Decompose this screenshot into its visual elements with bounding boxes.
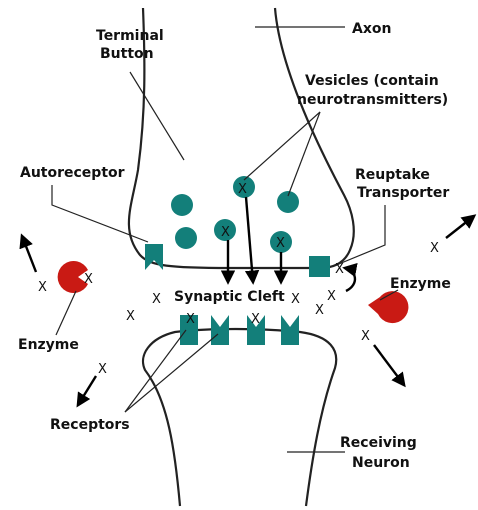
molecule: X bbox=[335, 262, 344, 277]
molecule: X bbox=[186, 312, 195, 327]
neurotransmitter-molecules: X X X X X X X X X X X X X X X X bbox=[38, 182, 439, 377]
release-arrow bbox=[246, 197, 253, 282]
molecule: X bbox=[84, 272, 93, 287]
leader-vesicles bbox=[288, 112, 320, 196]
leader-reuptake bbox=[334, 205, 385, 266]
receiving-neuron-membrane bbox=[143, 329, 336, 506]
molecule: X bbox=[251, 312, 260, 327]
label-receiving-line2: Neuron bbox=[352, 455, 410, 471]
label-enzyme-right: Enzyme bbox=[390, 276, 451, 292]
label-terminal-button-line1: Terminal bbox=[96, 28, 164, 44]
molecule: X bbox=[152, 292, 161, 307]
molecule: X bbox=[430, 241, 439, 256]
vesicle bbox=[171, 194, 193, 216]
leader-receptors bbox=[125, 334, 218, 412]
molecule: X bbox=[38, 280, 47, 295]
diffusion-arrow bbox=[22, 236, 36, 272]
label-synaptic-cleft: Synaptic Cleft bbox=[174, 289, 285, 305]
receptor bbox=[281, 315, 299, 345]
diffusion-arrow bbox=[78, 376, 96, 405]
reuptake-arrow bbox=[345, 268, 355, 291]
molecule: X bbox=[327, 289, 336, 304]
label-reuptake-line1: Reuptake bbox=[355, 167, 430, 183]
label-receiving-line1: Receiving bbox=[340, 435, 417, 451]
label-terminal-button-line2: Button bbox=[100, 46, 154, 62]
leader-receptors bbox=[125, 330, 186, 412]
labels: Terminal Button Axon Vesicles (contain n… bbox=[18, 21, 451, 471]
diffusion-arrow bbox=[446, 216, 474, 238]
vesicle bbox=[277, 191, 299, 213]
molecule: X bbox=[126, 309, 135, 324]
molecule: X bbox=[238, 182, 247, 197]
molecule: X bbox=[291, 292, 300, 307]
label-receptors: Receptors bbox=[50, 417, 130, 433]
molecule: X bbox=[315, 303, 324, 318]
molecule: X bbox=[276, 236, 285, 251]
leader-enzyme-left bbox=[56, 291, 76, 335]
label-autoreceptor: Autoreceptor bbox=[20, 165, 125, 181]
label-axon: Axon bbox=[352, 21, 391, 37]
receptor bbox=[211, 315, 229, 345]
molecule: X bbox=[98, 362, 107, 377]
label-vesicles-line2: neurotransmitters) bbox=[297, 92, 448, 108]
vesicle bbox=[175, 227, 197, 249]
label-reuptake-line2: Transporter bbox=[357, 185, 449, 201]
leader-vesicles bbox=[244, 112, 320, 180]
diffusion-arrow bbox=[374, 345, 404, 385]
leader-terminal-button bbox=[130, 72, 184, 160]
reuptake-transporter-shape bbox=[309, 256, 330, 277]
label-vesicles-line1: Vesicles (contain bbox=[305, 73, 439, 89]
label-enzyme-left: Enzyme bbox=[18, 337, 79, 353]
autoreceptor-shape bbox=[145, 244, 163, 270]
molecule: X bbox=[221, 225, 230, 240]
terminal-button-membrane bbox=[129, 8, 354, 268]
molecule: X bbox=[361, 329, 370, 344]
